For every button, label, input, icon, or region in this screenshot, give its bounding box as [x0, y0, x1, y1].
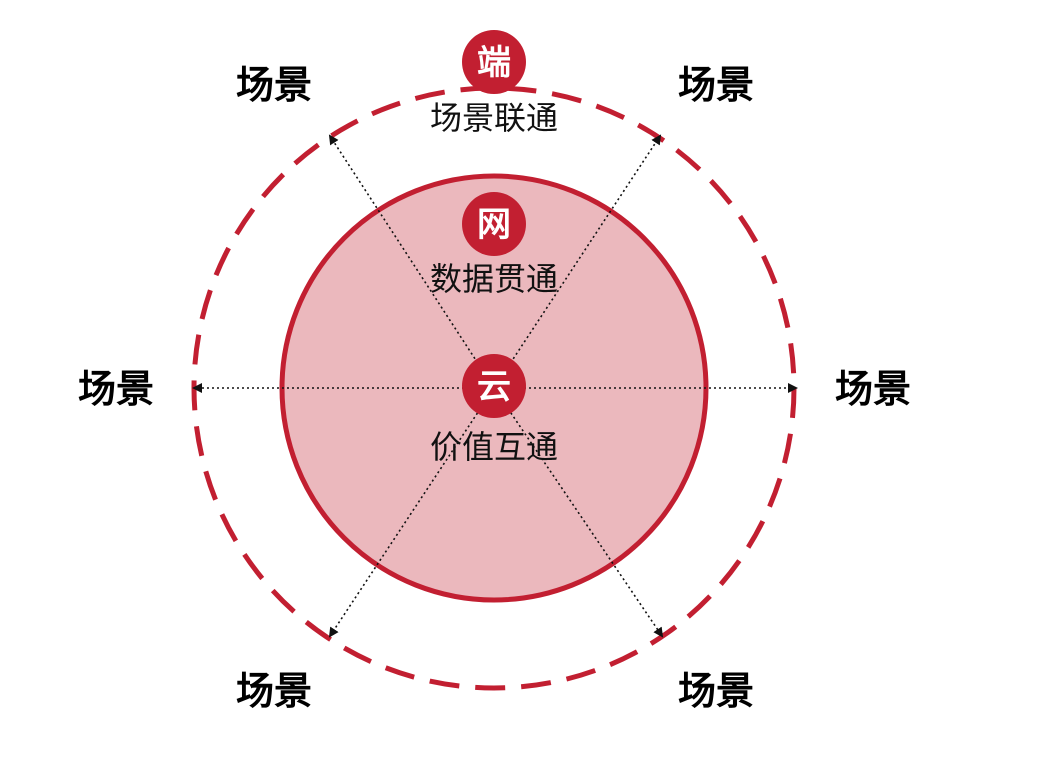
center-badge-text: 云 — [477, 367, 511, 407]
center-label: 价值互通 — [430, 428, 558, 466]
center-badge-circle — [462, 354, 526, 418]
outer-badge-text: 端 — [477, 43, 511, 83]
scene-label-bottom-right: 场景 — [678, 669, 754, 713]
middle-label: 数据贯通 — [430, 260, 558, 298]
connector-arrows — [192, 134, 798, 638]
arrow-to-top-right-scene — [493, 134, 662, 389]
middle-badge: 网 — [462, 192, 526, 256]
center-badge: 云 — [462, 354, 526, 418]
arrow-to-top-left-scene — [328, 134, 495, 389]
scene-label-left: 场景 — [78, 367, 154, 411]
scene-label-top-left: 场景 — [236, 63, 312, 107]
scene-label-top-right: 场景 — [678, 63, 754, 107]
scene-label-bottom-left: 场景 — [236, 669, 312, 713]
scene-label-right: 场景 — [835, 367, 911, 411]
outer-ring-badge: 端 — [462, 30, 526, 94]
outer-badge-circle — [462, 30, 526, 94]
outer-label: 场景联通 — [430, 99, 558, 137]
middle-badge-text: 网 — [477, 205, 511, 245]
middle-badge-circle — [462, 192, 526, 256]
